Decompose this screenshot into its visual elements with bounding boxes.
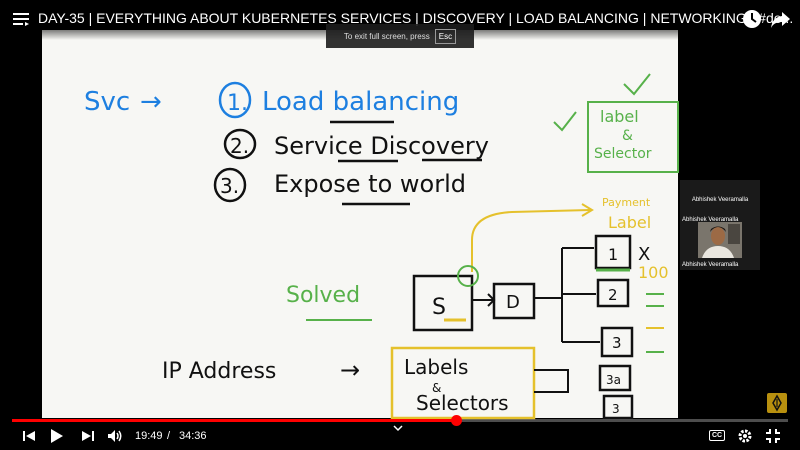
pod-5-label: 3	[612, 402, 620, 416]
labels-selectors-box	[390, 346, 536, 420]
deployment-box	[492, 282, 536, 320]
service-box	[412, 274, 474, 332]
check-mark-1	[553, 111, 577, 132]
esc-key: Esc	[434, 28, 457, 44]
watch-later-icon[interactable]	[741, 8, 763, 30]
whiteboard: Svc → 1. Load balancing 2. Service Disco…	[42, 30, 679, 420]
title-bar: DAY-35 | EVERYTHING ABOUT KUBERNETES SER…	[0, 0, 800, 40]
previous-icon	[23, 431, 35, 441]
pod-4	[598, 364, 632, 392]
pod-1-x-mark: X	[638, 244, 650, 265]
svc-label: Svc	[84, 87, 130, 117]
previous-button[interactable]	[20, 427, 38, 445]
play-icon	[51, 429, 63, 443]
fullscreen-hint-text: To exit full screen, press	[343, 31, 430, 41]
pod-4-label: 3a	[606, 373, 621, 387]
volume-icon	[108, 430, 122, 442]
fullscreen-hint: To exit full screen, press Esc	[326, 24, 474, 48]
labels-bracket	[534, 369, 569, 393]
labels-selectors-bottom: Selectors	[416, 391, 509, 415]
point3-text: Expose to world	[274, 170, 466, 198]
current-time: 19:49	[135, 430, 163, 442]
settings-button[interactable]	[736, 427, 754, 445]
exit-fullscreen-icon	[766, 429, 780, 443]
point3-number: 3.	[220, 174, 239, 198]
ip-address-label: IP Address	[162, 359, 276, 384]
check-mark-2	[623, 73, 651, 96]
point1-text: Load balancing	[262, 87, 459, 117]
label-selector-amp: &	[622, 128, 633, 144]
total-time: 34:36	[179, 430, 207, 442]
channel-logo-icon	[772, 394, 782, 412]
yellow-connector	[471, 209, 591, 272]
yellow-arrow-head	[581, 203, 594, 217]
webcam-overlay: Abhishek Veeramalla Abhishek Veeramalla …	[680, 180, 760, 270]
deployment-box-label: D	[506, 292, 520, 313]
video-title[interactable]: DAY-35 | EVERYTHING ABOUT KUBERNETES SER…	[38, 10, 794, 26]
time-separator: /	[167, 430, 171, 442]
labels-selectors-amp: &	[432, 381, 441, 395]
point1-circle	[218, 81, 252, 119]
label-selector-box	[587, 101, 679, 173]
pod-1-label: 1	[608, 245, 618, 264]
control-bar: 19:49 / 34:36 CC	[0, 422, 800, 450]
point3-circle	[213, 167, 247, 203]
pod-3-label: 3	[612, 334, 622, 352]
webcam-name-middle: Abhishek Veeramalla	[682, 217, 739, 223]
webcam-video	[698, 222, 742, 258]
label-word: Label	[608, 213, 651, 232]
label-selector-bottom: Selector	[594, 146, 652, 162]
exit-fullscreen-button[interactable]	[764, 427, 782, 445]
webcam-name-top: Abhishek Veeramalla	[691, 197, 749, 203]
point2-text: Service Discovery	[274, 132, 489, 160]
service-port-circle	[457, 265, 479, 287]
webcam-name-bottom: Abhishek Veeramalla	[682, 262, 739, 268]
presenter-image	[698, 222, 742, 258]
progress-bar[interactable]	[12, 415, 788, 426]
service-box-label: S	[432, 295, 446, 320]
labels-selectors-top: Labels	[404, 355, 468, 379]
chevron-down-button[interactable]	[391, 423, 405, 433]
share-icon[interactable]	[769, 8, 791, 30]
next-icon	[82, 431, 94, 441]
whiteboard-drawing: Svc → 1. Load balancing 2. Service Disco…	[84, 73, 679, 420]
pod-1	[594, 234, 632, 270]
hundred-label: 100	[638, 263, 669, 282]
point1-number: 1.	[227, 91, 248, 116]
next-button[interactable]	[79, 427, 97, 445]
settings-icon	[738, 429, 752, 443]
point2-circle	[223, 128, 257, 160]
volume-button[interactable]	[106, 427, 124, 445]
menu-icon[interactable]	[12, 10, 30, 28]
solved-label: Solved	[286, 283, 360, 308]
point2-number: 2.	[230, 134, 249, 158]
play-button[interactable]	[48, 427, 66, 445]
svc-arrow: →	[140, 87, 162, 117]
channel-watermark[interactable]	[767, 393, 787, 413]
pod-2-label: 2	[608, 286, 618, 304]
ip-arrow: →	[340, 356, 360, 384]
progress-scrubber[interactable]	[451, 415, 463, 426]
subtitles-icon[interactable]: CC	[709, 430, 725, 441]
progress-played	[12, 419, 457, 422]
pod-3	[600, 326, 634, 358]
chevron-down-icon	[393, 425, 403, 432]
pod-2	[596, 278, 630, 308]
pod-5	[602, 394, 634, 420]
label-selector-top: label	[600, 107, 639, 126]
payment-label: Payment	[602, 196, 651, 209]
